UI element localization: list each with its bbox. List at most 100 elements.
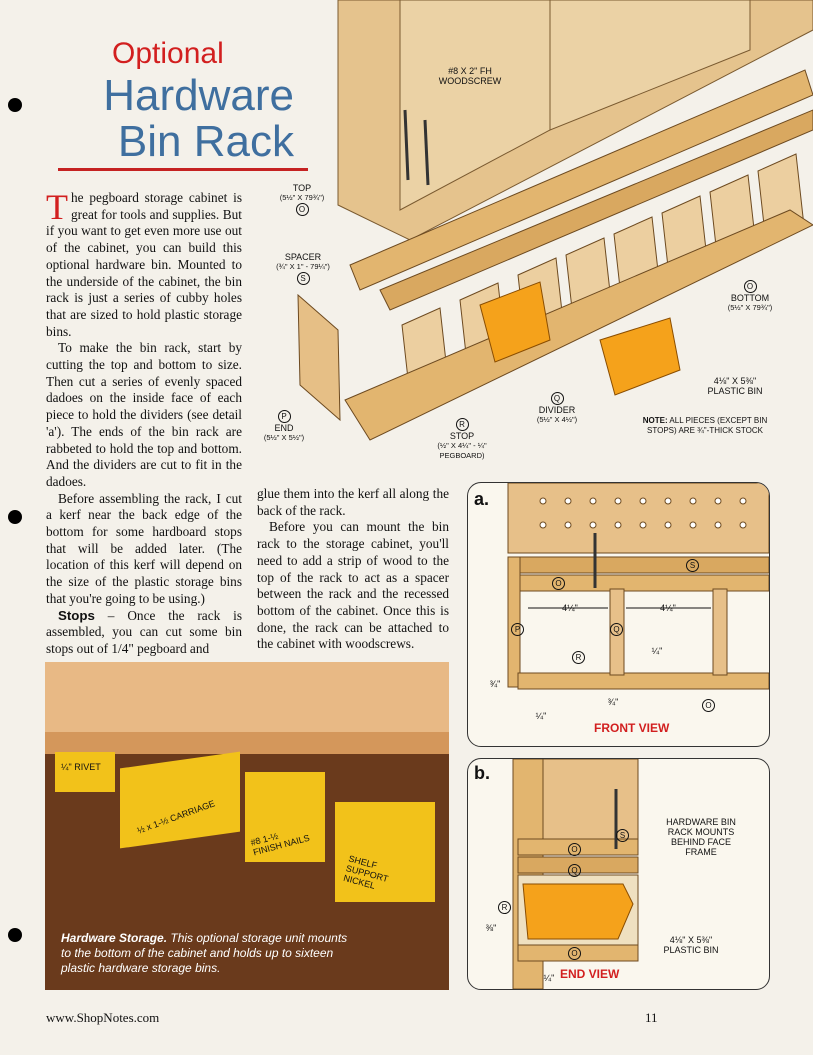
label-name: End [274, 423, 294, 433]
binder-hole [8, 510, 22, 524]
paragraph: Before assembling the rack, I cut a kerf… [46, 490, 242, 606]
note: NOTE: All pieces (except bin stops) are … [640, 416, 770, 436]
bin-label: 4⅛" x 5⅜" Plastic Bin [707, 376, 763, 396]
key-circle: P [277, 410, 291, 423]
cabinet-face [45, 662, 449, 732]
key-circle: R [572, 651, 585, 664]
paragraph-text: he pegboard storage cabinet is great for… [46, 190, 242, 339]
paragraph: glue them into the kerf all along the ba… [257, 486, 449, 518]
detail-a-front-view: a. 4¼" 4¼" ¼" ¾" ¾" ¼" O S P Q R O FRONT… [467, 482, 770, 747]
footer-url[interactable]: www.ShopNotes.com [46, 1010, 160, 1025]
view-title: FRONT VIEW [594, 721, 670, 735]
key-circle: S [296, 272, 310, 285]
key-circle: O [568, 843, 581, 856]
bottom-label: O Bottom (5½" x 79¾") [712, 280, 788, 313]
label-dim: (5½" x 5½") [263, 433, 305, 442]
paragraph: To make the bin rack, start by cutting t… [46, 340, 242, 489]
key-circle: S [616, 829, 629, 842]
title-rule [58, 168, 308, 171]
key-circle: S [686, 559, 699, 572]
woodscrew [423, 119, 430, 186]
drop-cap: T [46, 187, 68, 227]
title-line-2: Bin Rack [117, 117, 294, 166]
detail-b-end-view: b. Hardware bin rack mounts behind face … [467, 758, 770, 990]
rack-top [45, 732, 449, 754]
run-in-head: Stops [58, 607, 95, 623]
label-dim: (¾" x 1" - 79¼") [276, 262, 330, 271]
spacer-strip [379, 109, 813, 311]
key-circle: O [702, 699, 715, 712]
paragraph: Before you can mount the bin rack to the… [257, 519, 449, 652]
title-line-1: Hardware [103, 71, 294, 120]
bin-photo [245, 772, 325, 862]
label-name: Top [292, 183, 312, 193]
plastic-bin [479, 281, 551, 363]
pegboard-holes [539, 497, 747, 529]
label-name: Stop [449, 431, 475, 441]
key-circle: R [498, 901, 511, 914]
note-text: All pieces (except bin stops) are ¾"-thi… [647, 416, 768, 435]
page-number: 11 [645, 1010, 658, 1025]
top-label: Top (5½" x 79¾") O [262, 183, 342, 216]
end-view-drawing [512, 759, 639, 989]
woodscrew [403, 109, 410, 181]
view-title: END VIEW [560, 967, 620, 981]
key-circle: O [568, 947, 581, 960]
pegboard-panel [549, 0, 751, 131]
dimension: ¾" [607, 697, 619, 707]
plastic-bin [599, 317, 681, 396]
title-optional: Optional [112, 37, 224, 70]
dimension: ¼" [651, 646, 663, 656]
caption-text: This optional storage unit mounts to the… [61, 931, 348, 975]
note-head: NOTE: [642, 416, 668, 425]
key-circle: P [511, 623, 524, 636]
article-column-2: glue them into the kerf all along the ba… [257, 486, 449, 653]
dimension: ¼" [535, 711, 547, 721]
binder-hole [8, 98, 22, 112]
bin-photo [55, 752, 115, 792]
top-board [349, 69, 813, 291]
label-dim: (5½" x 79¾") [727, 303, 773, 312]
key-circle: O [552, 577, 565, 590]
photo-caption: Hardware Storage. This optional storage … [61, 931, 351, 976]
spacer-label: Spacer (¾" x 1" - 79¼") S [258, 252, 348, 285]
stops-paragraph: Stops – Once the rack is assembled, you … [46, 608, 242, 658]
stop-label: R Stop (½" x 4¼" - ¼" Pegboard) [418, 418, 506, 461]
label-name: Spacer [284, 252, 322, 262]
dimension: ¾" [489, 679, 501, 689]
caption-head: Hardware Storage. [61, 931, 168, 945]
label-name: Bottom [730, 293, 770, 303]
key-circle: Q [568, 864, 581, 877]
detail-note: Hardware bin rack mounts behind face fra… [666, 817, 736, 857]
bottom-board [344, 209, 813, 441]
label-dim: (½" x 4¼" - ¼" Pegboard) [437, 441, 487, 460]
bin-label: 4⅛" x 5⅜" Plastic Bin [663, 935, 719, 955]
key-circle: O [743, 280, 757, 293]
label-dim: (5½" x 79¾") [279, 193, 325, 202]
dimension: ¼" [543, 973, 555, 983]
exploded-view-drawing [297, 0, 813, 441]
key-circle: Q [610, 623, 623, 636]
detail-tag: a. [474, 489, 490, 509]
page-title: Hardware Bin Rack [64, 73, 294, 165]
dimension: ⅜" [485, 923, 497, 933]
paragraph-text: – Once the rack is assembled, you can cu… [46, 607, 242, 656]
key-circle: O [295, 203, 309, 216]
key-circle: Q [550, 392, 564, 405]
key-circle: R [455, 418, 469, 431]
screw-label: #8 x 2" Fh Woodscrew [438, 66, 502, 86]
detail-tag: b. [474, 763, 490, 783]
end-label: P End (5½" x 5½") [252, 410, 316, 443]
bin-photo [335, 802, 435, 902]
label-dim: (5½" x 4½") [536, 415, 578, 424]
divider-label: Q Divider (5½" x 4½") [525, 392, 589, 425]
end-piece [297, 293, 341, 422]
label-name: Divider [538, 405, 576, 415]
dimension: 4¼" [660, 603, 676, 613]
bin-label: ¼" RIVET [61, 762, 101, 772]
hardware-storage-photo: ½ x 1-½ CARRIAGE #8 1-½ FINISH NAILS SHE… [45, 662, 449, 990]
dimension: 4¼" [562, 603, 578, 613]
binder-hole [8, 928, 22, 942]
